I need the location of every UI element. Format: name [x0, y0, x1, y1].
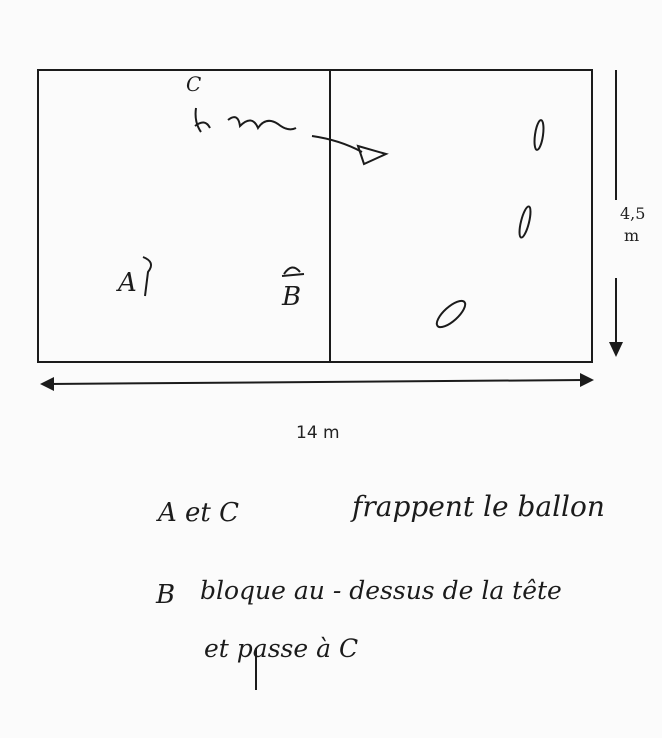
- note-line1-subject: A et C: [158, 498, 240, 528]
- opponent-marker: [533, 119, 545, 151]
- note-line3-text: et passe à C: [204, 634, 359, 663]
- height-label-unit: m: [624, 226, 640, 245]
- court-outline: [37, 69, 593, 363]
- height-label-value: 4,5: [620, 204, 646, 223]
- note-line1-text: frappent le ballon: [352, 490, 605, 523]
- player-c-label: C: [186, 72, 202, 96]
- player-b-label: B: [282, 282, 302, 312]
- opponent-marker: [435, 299, 467, 329]
- height-arrowhead: [609, 342, 623, 357]
- note-line2-subject: B: [156, 580, 176, 610]
- length-arrowhead-left: [40, 377, 54, 391]
- player-a-mark: [142, 256, 153, 297]
- length-label: 14 m: [296, 423, 340, 443]
- ball-path-arrowhead: [356, 144, 389, 166]
- length-arrow-line: [47, 379, 585, 385]
- note-line2-text: bloque au - dessus de la tête: [200, 576, 562, 605]
- player-a-label: A: [118, 268, 137, 298]
- player-c-scribble: [227, 116, 297, 131]
- player-b-mark: [281, 266, 305, 277]
- ball-path: [311, 135, 363, 153]
- length-arrowhead-right: [580, 373, 594, 387]
- opponent-marker: [518, 205, 532, 239]
- player-c-mark: [194, 107, 211, 133]
